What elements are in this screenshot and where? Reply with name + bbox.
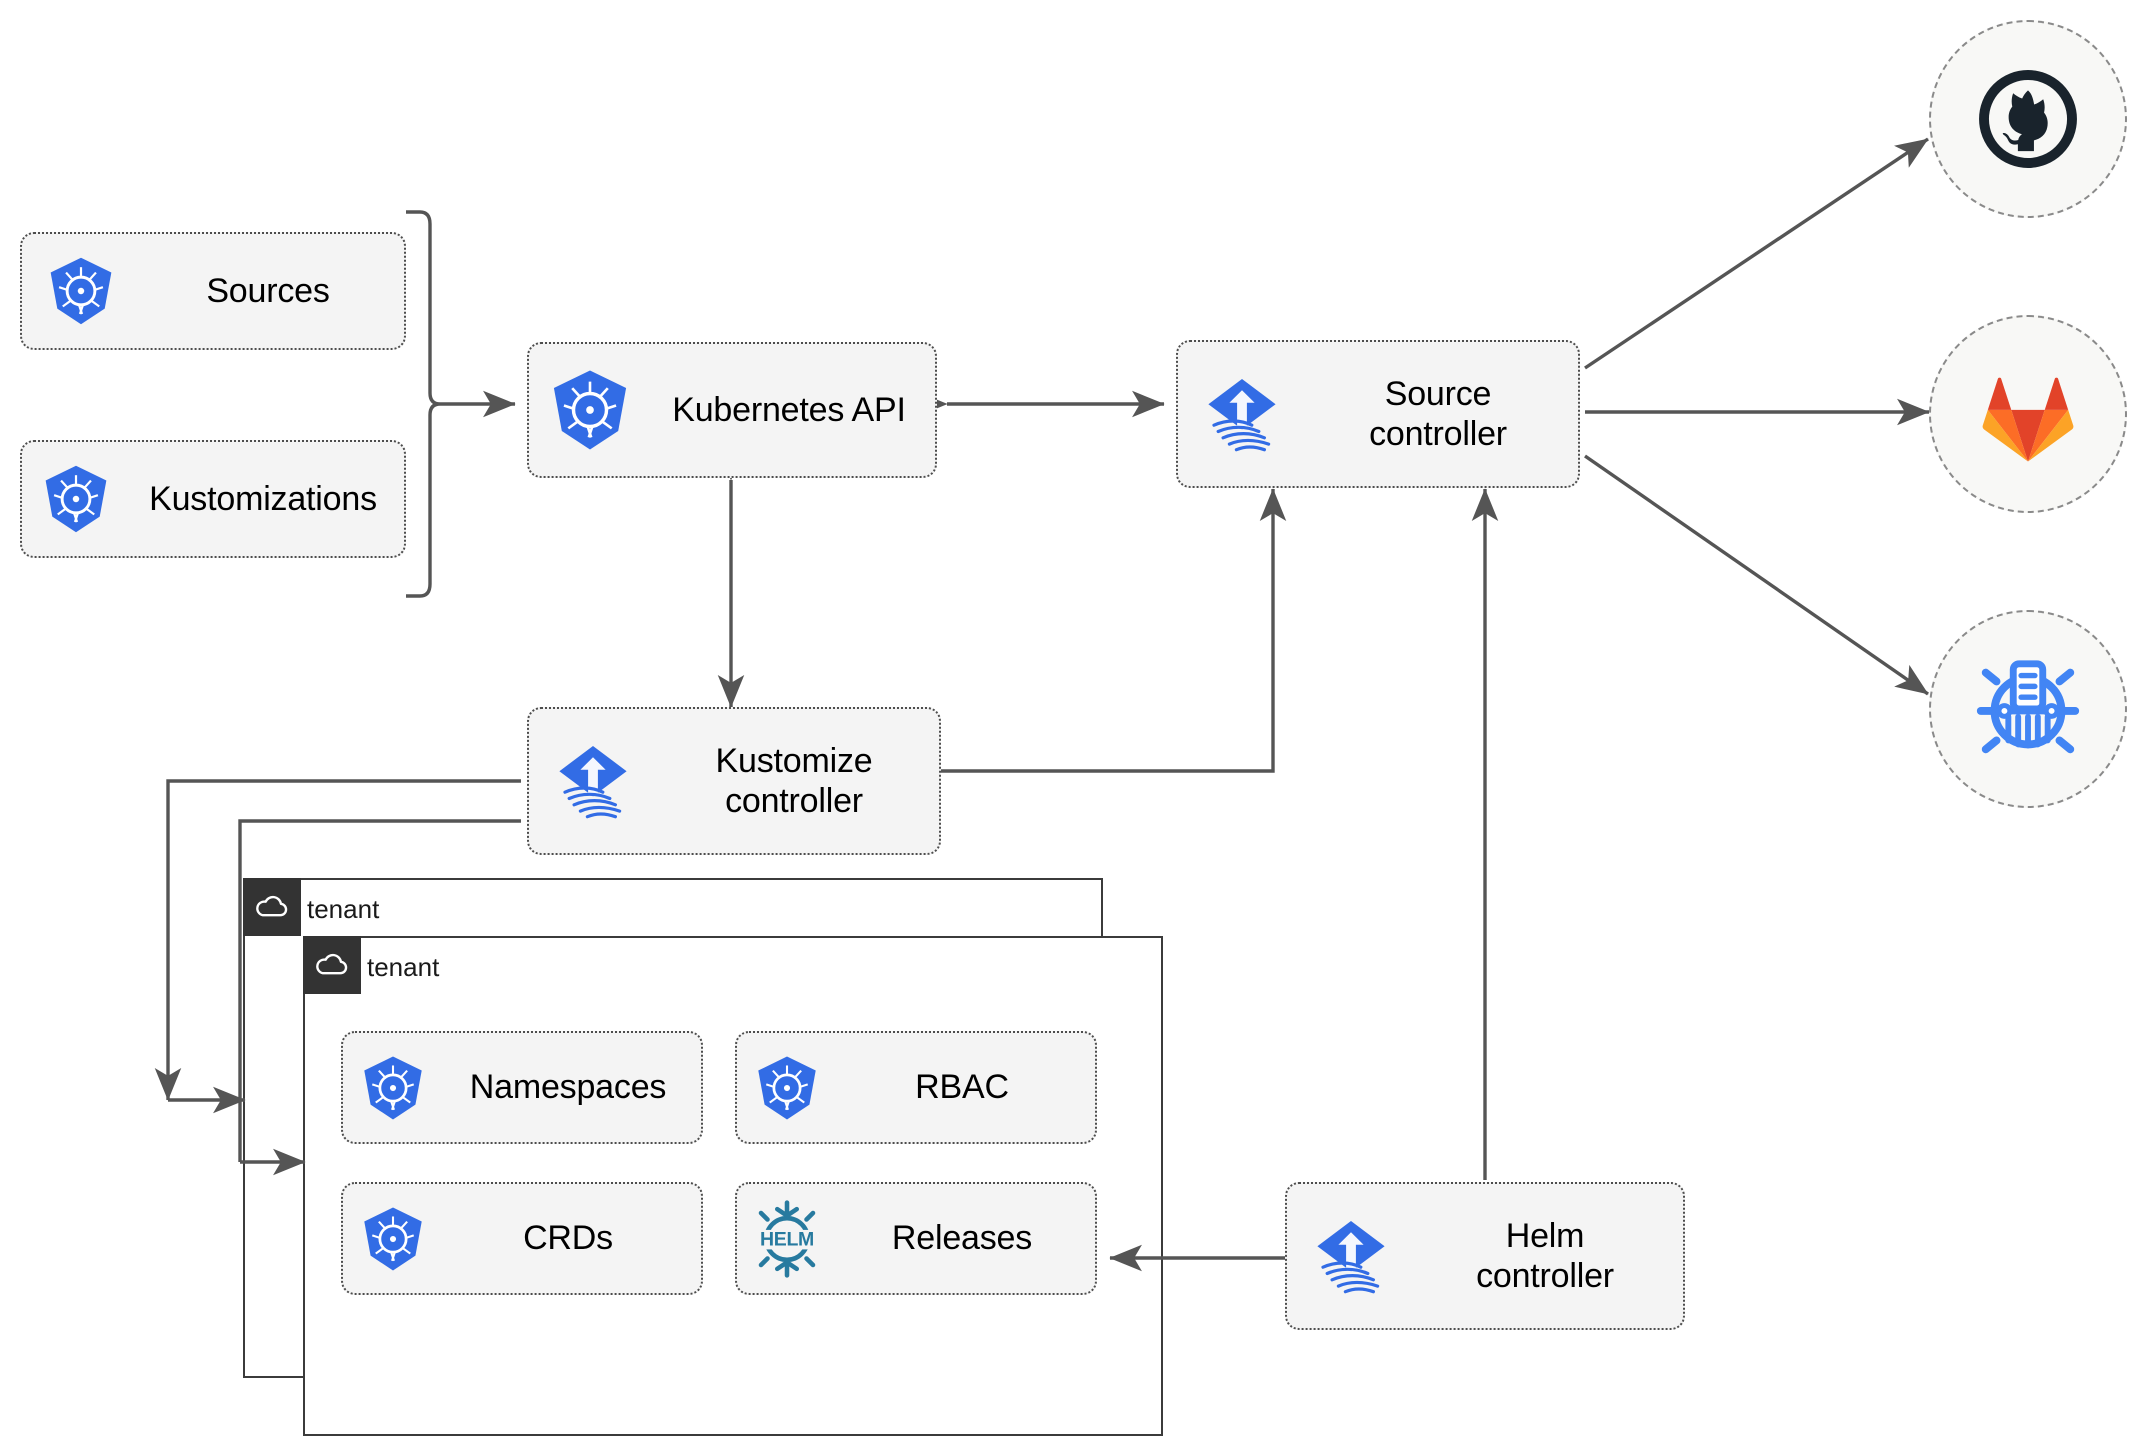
diagram-canvas: Source controller ===== --> Kustomize co… bbox=[20, 20, 2127, 1436]
tenant-title: tenant bbox=[307, 894, 380, 924]
wire-sourcecontroller-helmrepository bbox=[1584, 454, 1929, 696]
flux-icon bbox=[529, 739, 657, 823]
kubernetes-icon bbox=[529, 366, 651, 454]
node-kustomizations[interactable]: Kustomizations bbox=[20, 440, 406, 558]
node-rbac[interactable]: RBAC bbox=[735, 1031, 1097, 1144]
node-label: Releases bbox=[891, 1219, 1033, 1258]
node-label: Kustomize controller bbox=[715, 741, 873, 820]
node-label: Kustomizations bbox=[149, 479, 377, 518]
kubernetes-icon bbox=[343, 1204, 443, 1274]
wire-sourcecontroller-github bbox=[1584, 137, 1929, 370]
node-helm-controller[interactable]: Helm controller bbox=[1285, 1182, 1685, 1330]
node-label: Sources bbox=[206, 271, 330, 310]
node-kustomize-controller[interactable]: Kustomize controller bbox=[527, 707, 941, 855]
kubernetes-icon bbox=[22, 462, 130, 536]
helm-repository-icon bbox=[1976, 660, 2080, 754]
node-crds[interactable]: CRDs bbox=[341, 1182, 703, 1295]
node-label: RBAC bbox=[915, 1068, 1009, 1107]
flux-icon bbox=[1178, 372, 1306, 456]
github-icon bbox=[1979, 70, 2077, 168]
cloud-icon bbox=[242, 877, 301, 936]
endpoint-helm-repository[interactable] bbox=[1929, 610, 2127, 808]
endpoint-github[interactable] bbox=[1929, 20, 2127, 218]
kubernetes-icon bbox=[737, 1053, 837, 1123]
cloud-icon bbox=[302, 935, 361, 994]
node-kubernetes-api[interactable]: Kubernetes API bbox=[527, 342, 937, 478]
node-label: Namespaces bbox=[469, 1068, 667, 1107]
gitlab-icon bbox=[1982, 377, 2074, 462]
tenant-title: tenant bbox=[367, 952, 440, 982]
bracket-sources-kustomizations bbox=[406, 210, 516, 598]
wire-kustomizecontroller-sourcecontroller bbox=[941, 488, 1287, 773]
flux-icon bbox=[1287, 1214, 1415, 1298]
helm-icon: HELM bbox=[737, 1199, 837, 1278]
endpoint-gitlab[interactable] bbox=[1929, 315, 2127, 513]
node-label: CRDs bbox=[523, 1219, 613, 1258]
kubernetes-icon bbox=[22, 254, 140, 328]
svg-text:HELM: HELM bbox=[760, 1228, 814, 1250]
node-sources[interactable]: Sources bbox=[20, 232, 406, 350]
kubernetes-icon bbox=[343, 1053, 443, 1123]
node-label: Kubernetes API bbox=[672, 390, 906, 429]
node-releases[interactable]: HELM Releases bbox=[735, 1182, 1097, 1295]
node-namespaces[interactable]: Namespaces bbox=[341, 1031, 703, 1144]
node-source-controller[interactable]: Source controller bbox=[1176, 340, 1580, 488]
node-label: Source controller bbox=[1369, 374, 1507, 453]
node-label: Helm controller bbox=[1476, 1216, 1614, 1295]
